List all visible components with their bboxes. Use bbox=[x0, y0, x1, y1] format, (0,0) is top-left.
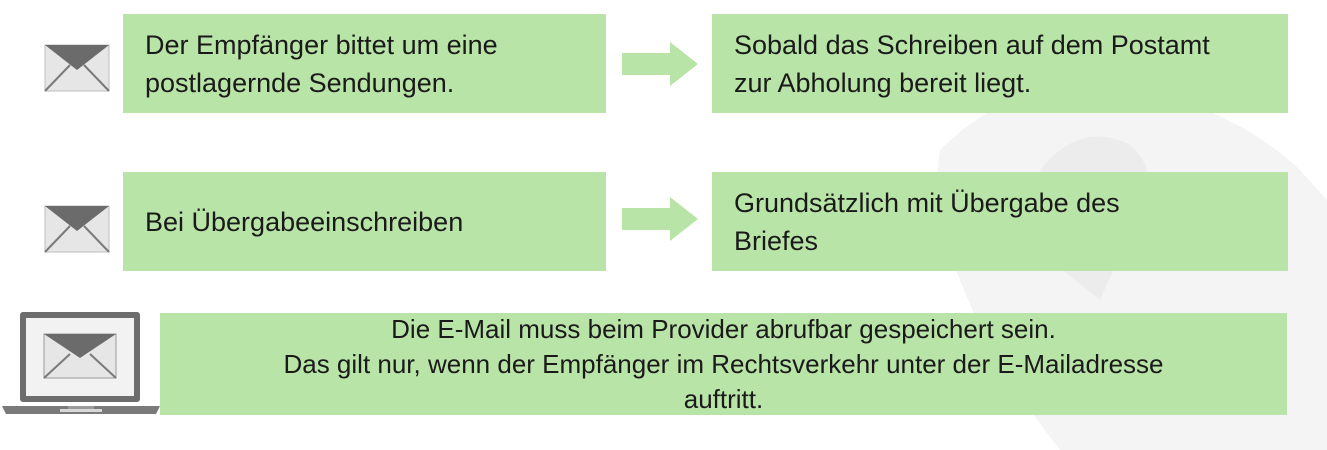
row-1-condition-text: Der Empfänger bittet um eine postlagernd… bbox=[145, 29, 498, 98]
row-1-condition-box: Der Empfänger bittet um eine postlagernd… bbox=[123, 14, 606, 113]
row-2-condition-text: Bei Übergabeeinschreiben bbox=[145, 206, 464, 237]
arrow-right-icon bbox=[622, 197, 698, 241]
laptop-email-icon bbox=[2, 312, 160, 414]
envelope-icon bbox=[44, 44, 110, 92]
row-1-result-box: Sobald das Schreiben auf dem Postamt zur… bbox=[712, 14, 1288, 113]
email-rule-text: Die E-Mail muss beim Provider abrufbar g… bbox=[283, 313, 1164, 414]
arrow-right-icon bbox=[622, 42, 698, 86]
row-2-result-box: Grundsätzlich mit Übergabe des Briefes bbox=[712, 172, 1288, 271]
row-1-result-text: Sobald das Schreiben auf dem Postamt zur… bbox=[734, 29, 1210, 98]
email-rule-box: Die E-Mail muss beim Provider abrufbar g… bbox=[160, 313, 1287, 415]
row-2-condition-box: Bei Übergabeeinschreiben bbox=[123, 172, 606, 271]
row-2-result-text: Grundsätzlich mit Übergabe des Briefes bbox=[734, 187, 1120, 256]
envelope-icon bbox=[44, 205, 110, 253]
